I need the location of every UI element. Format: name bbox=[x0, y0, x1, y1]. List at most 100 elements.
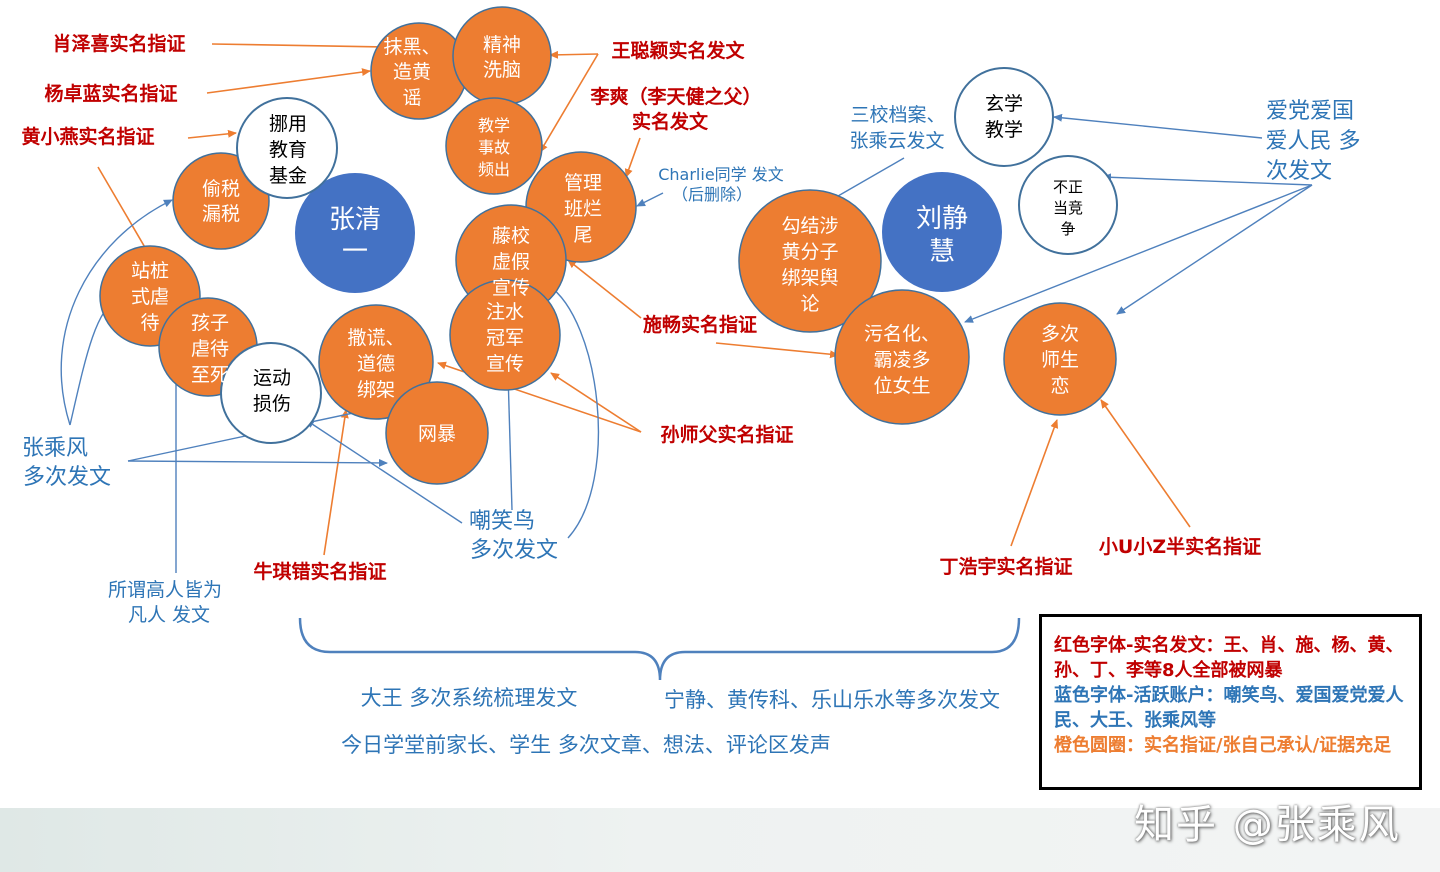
label-suowei-1: 所谓高人皆为 bbox=[108, 579, 222, 601]
label-aidang-1: 爱党爱国 bbox=[1266, 99, 1354, 124]
node-sahuang bbox=[318, 304, 434, 420]
arrow-xiaou-duoci bbox=[1100, 399, 1191, 528]
white-nodes bbox=[220, 67, 1118, 444]
text-liu-jinghui-2: 慧 bbox=[929, 237, 955, 267]
label-wang: 王聪颖实名发文 bbox=[611, 39, 745, 62]
text-tengxiao-1: 藤校 bbox=[492, 225, 530, 247]
text-zhang-qingyi-2: 一 bbox=[342, 237, 368, 267]
text-goujie-2: 黄分子 bbox=[781, 241, 838, 263]
node-nuoyong bbox=[236, 97, 338, 199]
text-jiaoxue-3: 频出 bbox=[478, 160, 510, 179]
text-duoci-1: 多次 bbox=[1041, 323, 1079, 345]
label-li-1: 李爽（李天健之父） bbox=[589, 85, 761, 108]
arrow-huang-nuoyong bbox=[187, 129, 237, 139]
text-zhang-qingyi-1: 张清 bbox=[329, 205, 381, 235]
text-guanli-3: 尾 bbox=[573, 224, 592, 246]
text-duoci-3: 恋 bbox=[1050, 375, 1069, 397]
label-aidang-2: 爱人民 多 bbox=[1266, 129, 1361, 154]
label-xiao: 肖泽喜实名指证 bbox=[52, 32, 185, 55]
arrow-aidang-duoci bbox=[1116, 184, 1313, 315]
text-goujie-4: 论 bbox=[800, 293, 819, 315]
label-ningjing: 宁静、黄传科、乐山乐水等多次发文 bbox=[664, 688, 1000, 712]
text-yundong-1: 运动 bbox=[253, 367, 291, 389]
node-duoci bbox=[1003, 302, 1117, 416]
text-nuoyong-1: 挪用 bbox=[269, 113, 307, 135]
node-liu-jinghui bbox=[882, 172, 1002, 292]
node-zhang-qingyi bbox=[295, 173, 415, 293]
legend-red: 红色字体-实名发文：王、肖、施、杨、黄、孙、丁、李等8人全部被网暴 bbox=[1054, 635, 1404, 681]
text-tengxiao-2: 虚假 bbox=[492, 251, 530, 273]
text-mohei-3: 谣 bbox=[402, 87, 421, 109]
text-jiaoxue-2: 事故 bbox=[478, 138, 510, 157]
label-dawang: 大王 多次系统梳理发文 bbox=[361, 686, 578, 710]
label-zcf-2: 多次发文 bbox=[23, 465, 111, 490]
node-buzheng bbox=[1018, 155, 1118, 255]
label-sanxiao-1: 三校档案、 bbox=[850, 104, 945, 126]
label-sun: 孙师父实名指证 bbox=[660, 423, 793, 446]
label-sanxiao-2: 张乘云发文 bbox=[849, 130, 944, 152]
text-sahuang-1: 撒谎、 bbox=[347, 327, 404, 349]
node-jingshen bbox=[452, 6, 552, 106]
text-tengxiao-3: 宣传 bbox=[492, 277, 530, 299]
text-guanli-2: 班烂 bbox=[564, 198, 602, 220]
text-xuanxue-2: 教学 bbox=[985, 119, 1023, 141]
node-toushui bbox=[172, 152, 270, 250]
label-cxn-1: 嘲笑鸟 bbox=[469, 509, 535, 534]
label-aidang-3: 次发文 bbox=[1266, 159, 1332, 184]
node-wangbao bbox=[385, 381, 489, 485]
arrow-cxn-zhushui bbox=[504, 372, 513, 511]
arrow-xiao-mohei bbox=[211, 42, 388, 51]
text-jiaoxue-1: 教学 bbox=[478, 116, 510, 135]
label-cxn-2: 多次发文 bbox=[470, 538, 558, 563]
node-yundong bbox=[220, 342, 322, 444]
text-nuoyong-3: 基金 bbox=[269, 165, 307, 187]
arrow-cxn-yundong bbox=[305, 419, 463, 524]
text-zhanzhuang-2: 式虐 bbox=[131, 286, 169, 308]
text-mohei-2: 造黄 bbox=[393, 61, 431, 83]
arrow-charlie-guanli bbox=[636, 192, 664, 207]
text-buzheng-1: 不正 bbox=[1053, 178, 1083, 196]
arrow-shi-wuminghua bbox=[715, 342, 839, 359]
arrow-aidang-xuanxue bbox=[1053, 113, 1263, 139]
text-zhanzhuang-3: 待 bbox=[140, 312, 159, 334]
text-wuminghua-2: 霸凌多 bbox=[873, 349, 930, 371]
arrow-wang-jingshen bbox=[549, 50, 599, 59]
label-charlie-2: （后删除） bbox=[672, 185, 752, 204]
text-haizi-1: 孩子 bbox=[191, 312, 229, 334]
arrow-yang-mohei bbox=[206, 68, 371, 94]
text-haizi-2: 虐待 bbox=[191, 338, 229, 360]
label-jinri: 今日学堂前家长、学生 多次文章、想法、评论区发声 bbox=[341, 733, 831, 757]
bottom-band bbox=[0, 808, 1440, 872]
label-shi: 施畅实名指证 bbox=[643, 313, 757, 336]
node-wuminghua bbox=[834, 289, 970, 425]
label-li-2: 实名发文 bbox=[632, 110, 709, 133]
watermark: 知乎 @张乘风 bbox=[1134, 802, 1401, 848]
text-zhushui-2: 冠军 bbox=[486, 327, 524, 349]
text-toushui-1: 偷税 bbox=[202, 178, 240, 200]
summary-brace bbox=[298, 617, 1021, 681]
arrow-shi-tengxiao bbox=[567, 259, 642, 319]
orange-nodes bbox=[99, 6, 1117, 485]
label-xiaou: 小U小Z半实名指证 bbox=[1099, 535, 1261, 558]
text-zhushui-1: 注水 bbox=[486, 301, 524, 323]
text-toushui-2: 漏税 bbox=[202, 203, 240, 225]
arrow-li-guanli bbox=[624, 137, 641, 178]
text-nuoyong-2: 教育 bbox=[269, 139, 307, 161]
text-guanli-1: 管理 bbox=[564, 172, 602, 194]
arrow-zcf-wangbao bbox=[127, 458, 388, 467]
label-huang: 黄小燕实名指证 bbox=[21, 125, 154, 148]
arrow-niu-sahuang bbox=[323, 409, 349, 556]
text-wangbao: 网暴 bbox=[418, 423, 456, 445]
text-wuminghua-1: 污名化、 bbox=[864, 323, 940, 345]
arrow-huang-zhanzhuang bbox=[97, 166, 151, 257]
arrow-cxn-tengxiao bbox=[547, 284, 600, 539]
label-niu: 牛琪错实名指证 bbox=[253, 560, 386, 583]
label-zcf-1: 张乘风 bbox=[22, 436, 88, 461]
node-jiaoxue bbox=[445, 97, 543, 195]
arrow-wang-jiaoxue bbox=[539, 53, 599, 153]
text-jingshen-1: 精神 bbox=[483, 34, 521, 56]
text-liu-jinghui-1: 刘静 bbox=[916, 204, 968, 234]
text-goujie-3: 绑架舆 bbox=[781, 267, 838, 289]
label-suowei-2: 凡人 发文 bbox=[128, 604, 210, 626]
